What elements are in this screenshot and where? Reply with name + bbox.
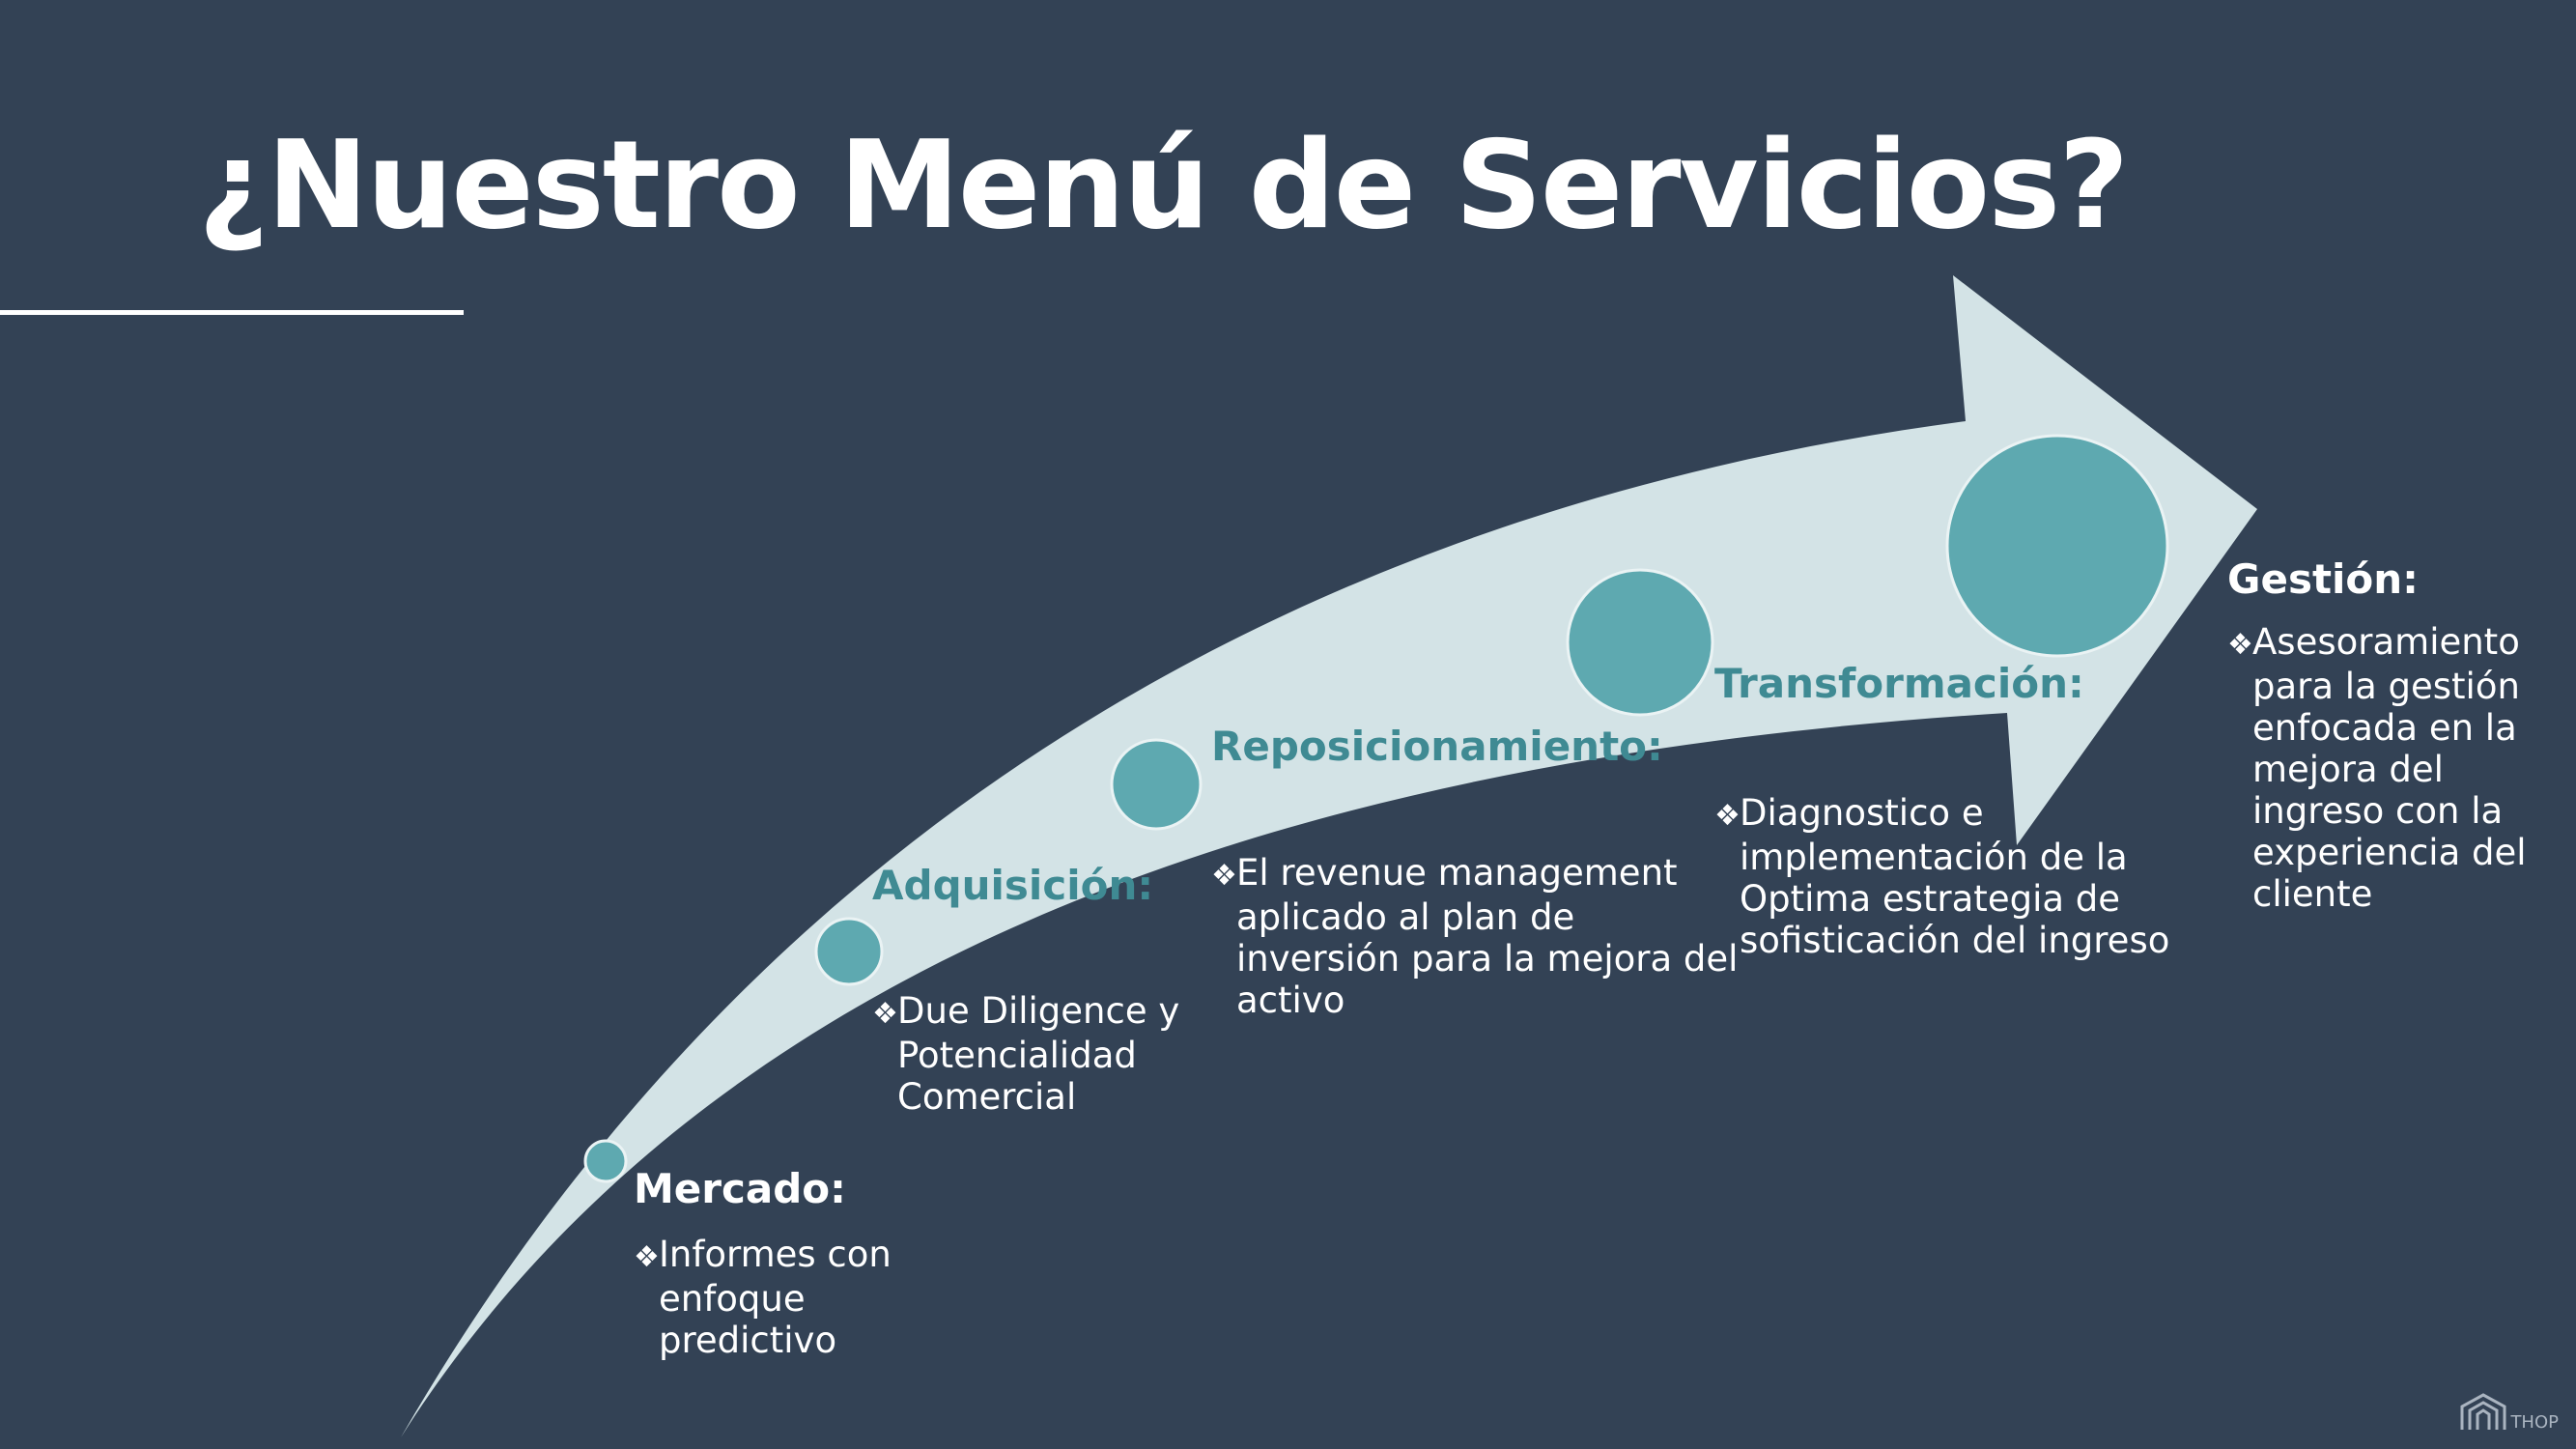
stage-title-reposicionamiento: Reposicionamiento: — [1211, 723, 1663, 770]
curved-arrow — [401, 275, 2257, 1437]
stage-title-mercado: Mercado: — [634, 1165, 846, 1212]
stage-title-gestion: Gestión: — [2227, 555, 2419, 603]
diamond-bullet-icon: ❖ — [2227, 628, 2253, 662]
node-mercado — [583, 1139, 628, 1183]
building-logo-icon — [2460, 1393, 2506, 1430]
diamond-bullet-icon: ❖ — [634, 1240, 660, 1274]
stage-bullet-adquisicion: ❖Due Diligence y Potencialidad Comercial — [872, 990, 1180, 1118]
company-logo: THOP — [2460, 1393, 2559, 1432]
diamond-bullet-icon: ❖ — [872, 997, 898, 1031]
node-transformacion — [1566, 568, 1714, 717]
node-reposicionamiento — [1110, 738, 1203, 831]
stage-bullet-mercado: ❖Informes con enfoque predictivo — [634, 1234, 892, 1361]
node-gestion — [1945, 434, 2169, 658]
stage-bullet-gestion: ❖Asesoramiento para la gestión enfocada … — [2227, 621, 2527, 915]
stage-title-adquisicion: Adquisición: — [872, 862, 1154, 909]
diamond-bullet-icon: ❖ — [1714, 799, 1741, 833]
stage-bullet-reposicionamiento: ❖El revenue management aplicado al plan … — [1211, 852, 1739, 1021]
page-title: ¿Nuestro Menú de Servicios? — [198, 114, 2129, 256]
title-underline — [0, 310, 464, 315]
logo-text: THOP — [2510, 1412, 2559, 1433]
node-adquisicion — [814, 917, 884, 986]
stage-bullet-transformacion: ❖Diagnostico e implementación de la Opti… — [1714, 792, 2170, 961]
stage-title-transformacion: Transformación: — [1714, 660, 2084, 707]
diamond-bullet-icon: ❖ — [1211, 859, 1237, 893]
